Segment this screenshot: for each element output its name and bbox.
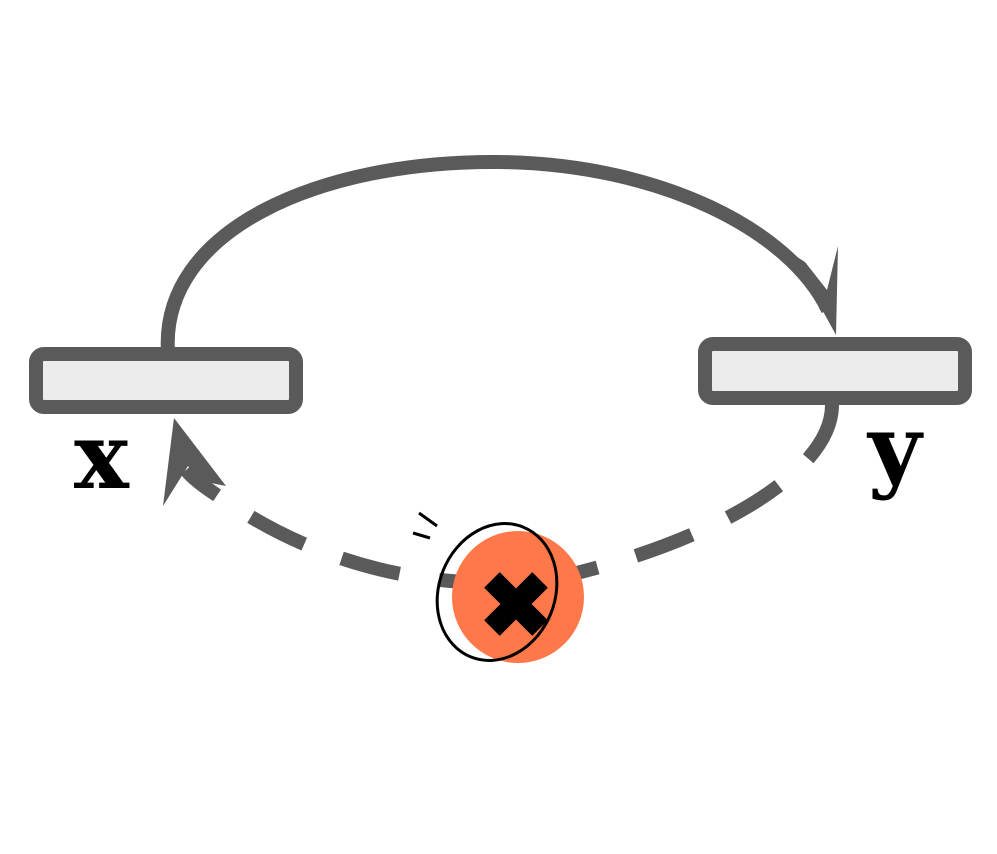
arrowhead-icon bbox=[791, 246, 838, 335]
node-x-label: x bbox=[74, 402, 129, 510]
node-x bbox=[29, 347, 303, 414]
node-y bbox=[698, 337, 972, 405]
cross-icon bbox=[484, 572, 548, 636]
node-y-label: y bbox=[868, 394, 922, 502]
edge-x-to-y bbox=[160, 154, 838, 353]
break-marker bbox=[412, 511, 584, 663]
arrowhead-icon bbox=[163, 418, 226, 506]
